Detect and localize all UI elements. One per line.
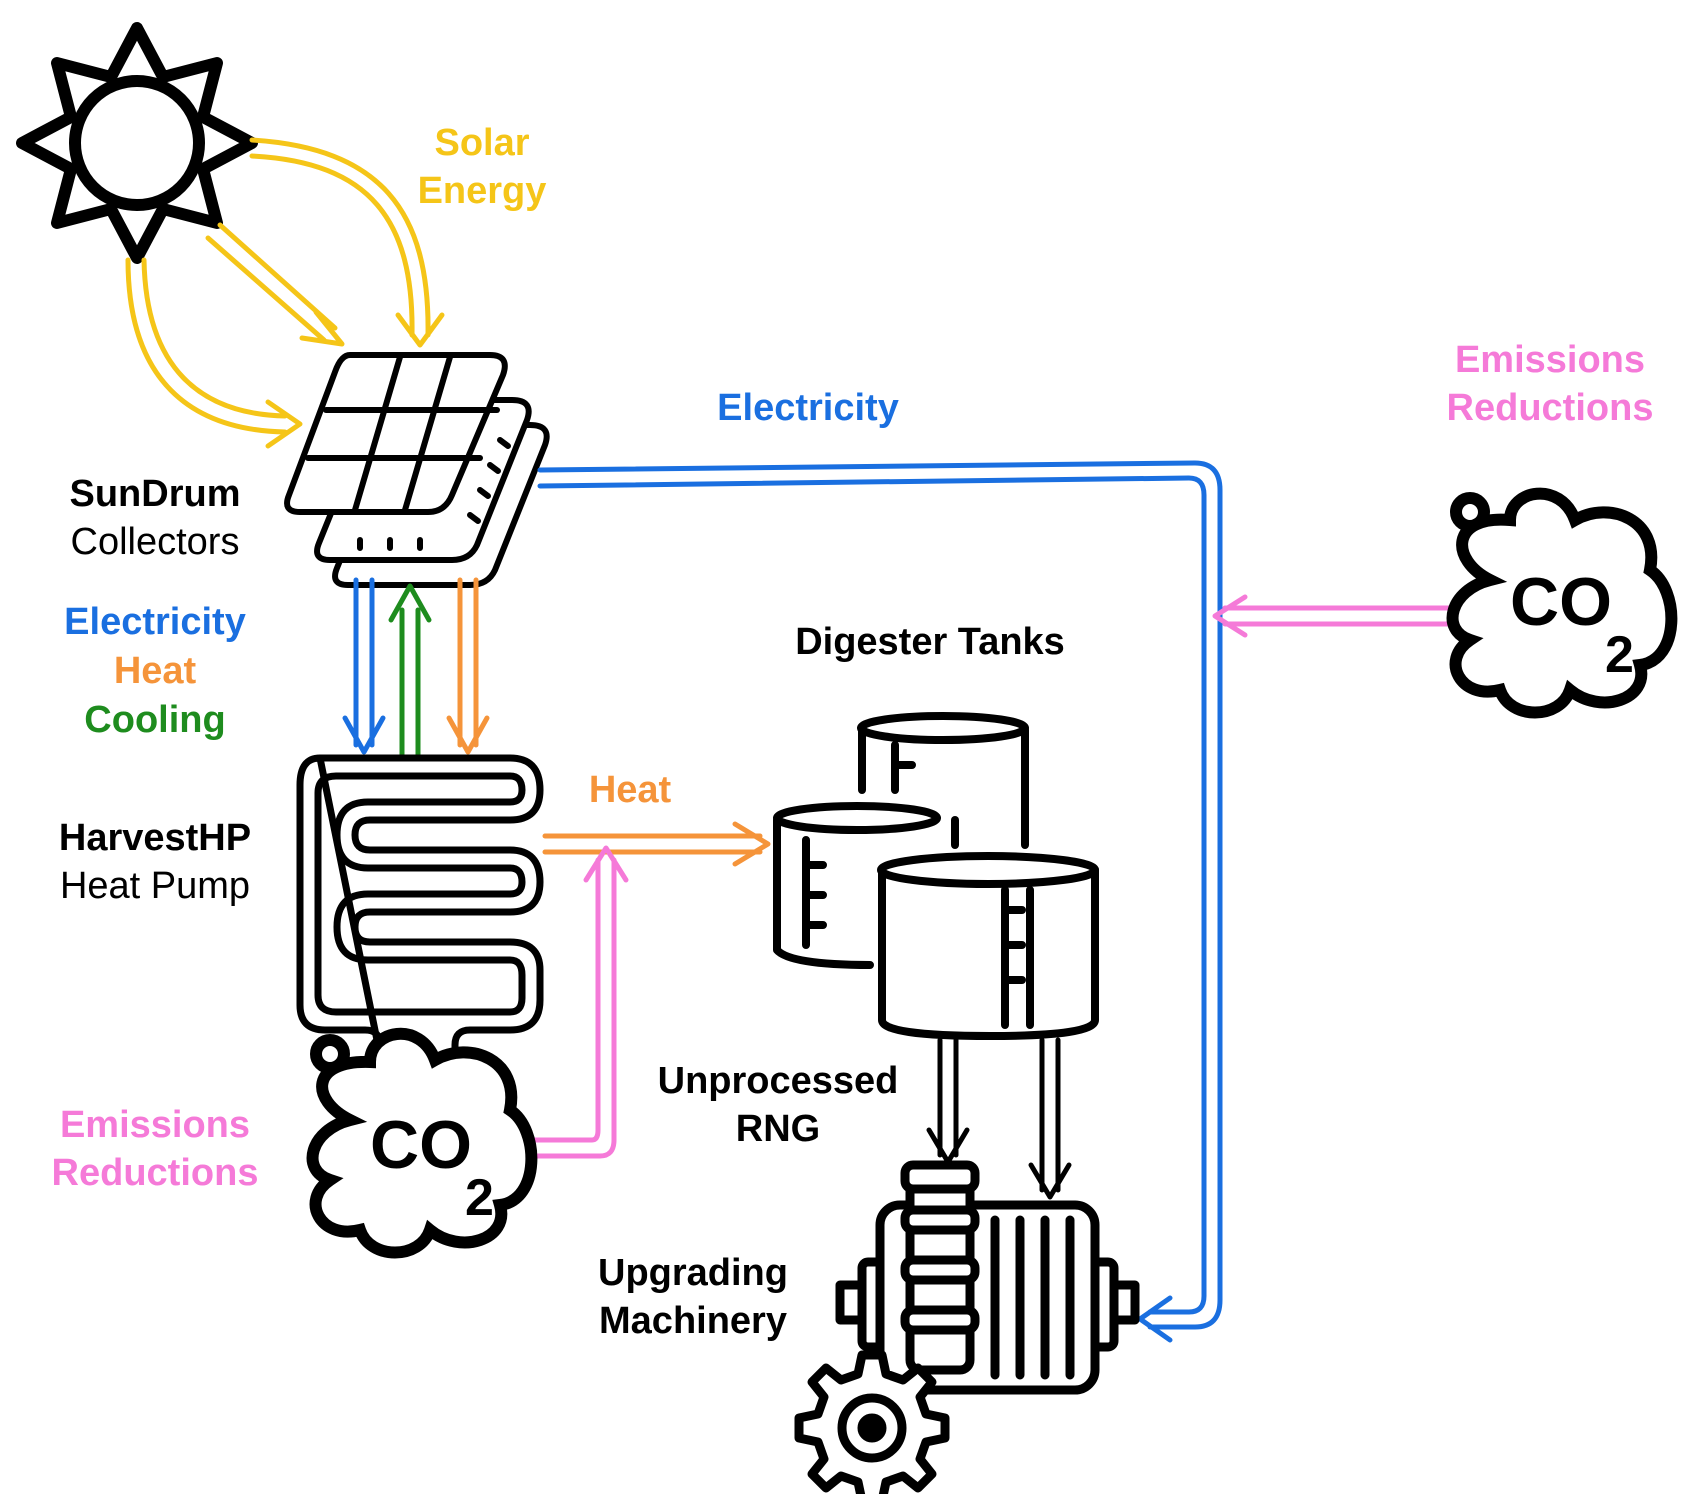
co2-cloud-icon: CO 2 <box>306 1028 538 1259</box>
label-emissions-right-2: Reductions <box>1447 387 1654 429</box>
co2-subscript-left: 2 <box>465 1169 494 1227</box>
label-harvesthp-name: HarvestHP <box>59 817 251 859</box>
emissions-arrow-right <box>1212 594 1463 638</box>
label-sundrum-name: SunDrum <box>70 473 241 515</box>
co2-cloud-icon: CO 2 <box>1446 487 1678 719</box>
co2-text-right: CO <box>1510 564 1612 640</box>
label-unprocessed-2: RNG <box>736 1108 820 1150</box>
label-emissions-right-1: Emissions <box>1455 339 1645 381</box>
co2-subscript-right: 2 <box>1605 626 1634 684</box>
label-electricity-top: Electricity <box>717 387 899 429</box>
label-heat-mid: Heat <box>589 769 672 811</box>
label-flow-cooling: Cooling <box>84 699 225 741</box>
collector-heatpump-flows <box>342 577 490 758</box>
heat-pump-icon <box>296 754 544 1081</box>
label-upgrading-1: Upgrading <box>598 1252 788 1294</box>
heat-arrow-digesters <box>542 821 771 867</box>
solar-collector-icon <box>284 352 550 588</box>
label-emissions-left-1: Emissions <box>60 1104 250 1146</box>
label-flow-electricity: Electricity <box>64 601 246 643</box>
label-harvesthp-desc: Heat Pump <box>60 865 250 907</box>
label-unprocessed-1: Unprocessed <box>658 1060 899 1102</box>
label-upgrading-2: Machinery <box>599 1300 787 1342</box>
rng-arrows <box>926 1037 1072 1200</box>
sun-icon <box>16 22 258 264</box>
label-flow-heat: Heat <box>114 650 197 692</box>
electricity-line-top <box>537 460 1223 1343</box>
digester-tanks-icon <box>773 712 1099 1040</box>
label-solar-energy-2: Energy <box>418 170 547 212</box>
upgrading-machinery-icon <box>794 1160 1140 1494</box>
emissions-arrow-left <box>512 845 629 1159</box>
label-sundrum-desc: Collectors <box>71 521 240 563</box>
label-digester-tanks: Digester Tanks <box>795 621 1065 663</box>
co2-text-left: CO <box>370 1107 472 1183</box>
solar-energy-arrows <box>125 137 445 449</box>
label-solar-energy-1: Solar <box>434 122 529 164</box>
label-emissions-left-2: Reductions <box>52 1152 259 1194</box>
